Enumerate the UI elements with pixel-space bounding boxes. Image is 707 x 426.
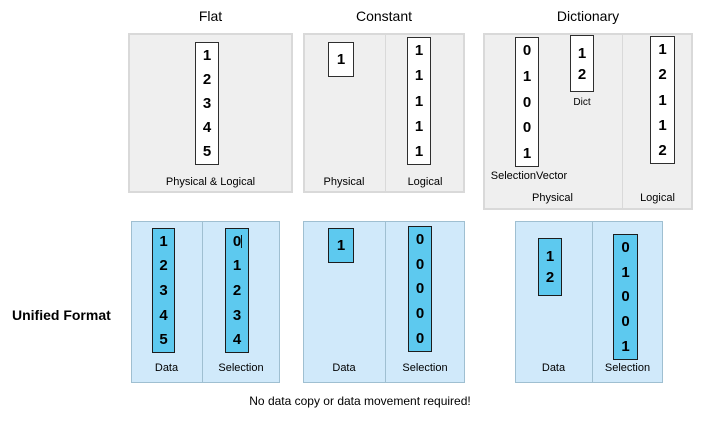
value-cell: 2 bbox=[232, 282, 242, 299]
unified-constant-panel-divider bbox=[385, 221, 386, 383]
value-cell: 0 bbox=[415, 305, 425, 323]
value-cell: 1 bbox=[522, 67, 532, 85]
unified-flat-data-label: Data bbox=[154, 362, 179, 374]
value-cell: 1 bbox=[577, 44, 587, 62]
constant-logical-column: 1 1 1 1 1 bbox=[407, 37, 431, 165]
dictionary-panel-divider bbox=[622, 33, 623, 210]
text-cursor-artifact bbox=[241, 235, 242, 248]
value-cell: 1 bbox=[658, 91, 667, 109]
value-cell: 1 bbox=[202, 46, 212, 64]
dictionary-physical-label: Physical bbox=[532, 192, 573, 204]
value-cell: 5 bbox=[202, 143, 212, 161]
value-cell: 1 bbox=[522, 144, 532, 162]
unified-dictionary-selection-label: Selection bbox=[604, 362, 651, 374]
unified-constant-data-box: 1 bbox=[328, 228, 354, 263]
unified-format-row-label: Unified Format bbox=[12, 307, 111, 323]
value-cell: 0 bbox=[621, 288, 630, 306]
flat-panel-label: Physical & Logical bbox=[165, 176, 256, 188]
value-cell: 3 bbox=[159, 282, 168, 299]
unified-dictionary-data-label: Data bbox=[541, 362, 566, 374]
value-cell: 0 bbox=[415, 280, 425, 298]
constant-title: Constant bbox=[355, 8, 413, 24]
unified-constant-data-label: Data bbox=[332, 362, 356, 374]
value-cell: 0 bbox=[621, 313, 630, 331]
value-cell: 2 bbox=[159, 257, 168, 275]
value-cell: 2 bbox=[577, 65, 587, 83]
value-cell: 1 bbox=[658, 116, 667, 134]
flat-title: Flat bbox=[198, 8, 223, 24]
value-cell: 1 bbox=[414, 92, 424, 110]
unified-flat-selection-label: Selection bbox=[218, 362, 264, 374]
unified-dictionary-data-box: 1 2 bbox=[538, 238, 562, 296]
caption-text: No data copy or data movement required! bbox=[249, 394, 471, 408]
value-cell: 1 bbox=[414, 42, 424, 60]
unified-flat-data-column: 1 2 3 4 5 bbox=[152, 228, 175, 353]
value-cell: 2 bbox=[658, 141, 667, 159]
value-cell: 0 bbox=[415, 330, 425, 348]
value-cell: 0 bbox=[415, 255, 425, 273]
value-cell: 2 bbox=[202, 70, 212, 88]
constant-physical-box: 1 bbox=[328, 42, 354, 77]
value-cell: 1 bbox=[658, 41, 667, 59]
value-cell: 3 bbox=[202, 95, 212, 112]
value-cell: 0 bbox=[522, 93, 532, 111]
value-cell: 3 bbox=[232, 306, 242, 324]
unified-constant-selection-label: Selection bbox=[402, 362, 448, 374]
value-cell: 5 bbox=[159, 331, 168, 349]
unified-dictionary-panel-divider bbox=[592, 221, 593, 383]
dictionary-dict-box: 1 2 bbox=[570, 35, 594, 92]
value-cell: 1 bbox=[232, 257, 242, 275]
value-cell: 0 bbox=[232, 232, 242, 250]
value-cell: 1 bbox=[414, 117, 424, 135]
constant-panel-divider bbox=[385, 33, 386, 193]
dictionary-logical-label: Logical bbox=[640, 192, 675, 204]
dictionary-title: Dictionary bbox=[556, 8, 620, 24]
unified-constant-selection-column: 0 0 0 0 0 bbox=[408, 226, 432, 352]
unified-dictionary-selection-column: 0 1 0 0 1 bbox=[613, 234, 638, 360]
value-cell: 2 bbox=[545, 269, 555, 286]
value-cell: 4 bbox=[159, 306, 168, 324]
unified-flat-panel-divider bbox=[202, 221, 203, 383]
value-cell: 1 bbox=[414, 67, 424, 85]
value-cell: 1 bbox=[621, 338, 630, 356]
selection-vector-label: SelectionVector bbox=[490, 170, 568, 182]
value-cell: 1 bbox=[545, 248, 555, 265]
value-cell: 0 bbox=[621, 238, 630, 256]
dict-label: Dict bbox=[573, 97, 591, 108]
value-cell: 1 bbox=[336, 237, 346, 254]
value-cell: 4 bbox=[232, 331, 242, 349]
value-cell: 0 bbox=[522, 119, 532, 137]
flat-vector-column: 1 2 3 4 5 bbox=[195, 42, 219, 165]
value-cell: 1 bbox=[159, 232, 168, 250]
value-cell: 1 bbox=[414, 142, 424, 160]
dictionary-logical-column: 1 2 1 1 2 bbox=[650, 36, 675, 164]
value-cell: 1 bbox=[336, 51, 346, 68]
value-cell: 0 bbox=[522, 42, 532, 60]
constant-logical-label: Logical bbox=[407, 176, 443, 188]
constant-physical-label: Physical bbox=[323, 176, 365, 188]
dictionary-selection-vector-column: 0 1 0 0 1 bbox=[515, 37, 539, 167]
value-cell: 0 bbox=[415, 230, 425, 248]
value-cell: 2 bbox=[658, 66, 667, 84]
unified-flat-selection-column: 0 1 2 3 4 bbox=[225, 228, 249, 353]
value-cell: 4 bbox=[202, 119, 212, 137]
value-cell: 1 bbox=[621, 263, 630, 281]
